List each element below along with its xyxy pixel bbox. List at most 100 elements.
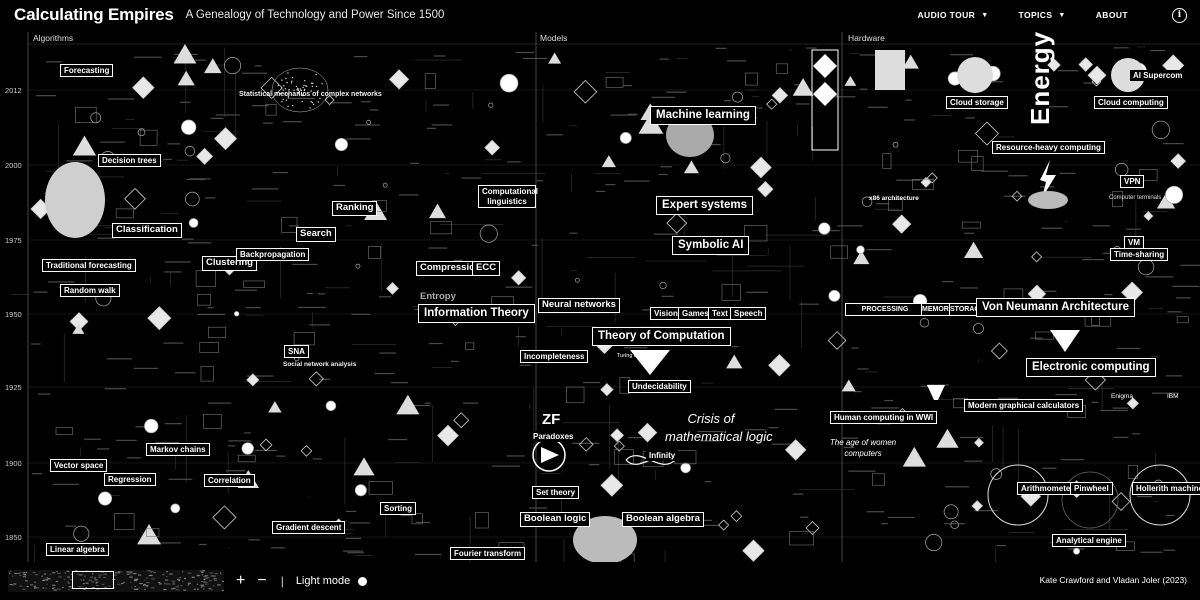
main-nav: AUDIO TOUR ▼ TOPICS ▼ ABOUT i [918, 0, 1200, 30]
node-text[interactable]: Text [708, 307, 732, 321]
node-ibm[interactable]: IBM [1167, 393, 1179, 400]
node-human-computing-wwi[interactable]: Human computing in WWI [830, 411, 938, 425]
node-computer-terminals[interactable]: Computer terminals [1109, 195, 1162, 201]
footer-bar: + − | Light mode Kate Crawford and Vlada… [0, 562, 1200, 600]
node-crisis-of-mathematical-logic[interactable]: Crisis of mathematical logic [662, 409, 773, 447]
node-regression[interactable]: Regression [104, 473, 156, 487]
node-modern-graphical-calculators[interactable]: Modern graphical calculators [964, 399, 1084, 413]
block-processing[interactable]: PROCESSING [845, 303, 925, 316]
node-sna[interactable]: SNA [284, 345, 309, 359]
node-forecasting[interactable]: Forecasting [60, 64, 114, 78]
node-ecc[interactable]: ECC [472, 261, 501, 276]
node-boolean-logic[interactable]: Boolean logic [520, 512, 591, 527]
section-label-models: Models [540, 33, 568, 43]
timeline-map[interactable]: Algorithms Models Hardware 2012 2000 197… [0, 30, 1200, 562]
node-boolean-algebra[interactable]: Boolean algebra [622, 512, 704, 527]
node-hollerith-machines[interactable]: Hollerith machines [1132, 482, 1200, 496]
node-ai-supercomputer[interactable]: AI Supercom [1130, 70, 1186, 82]
node-symbolic-ai[interactable]: Symbolic AI [672, 236, 750, 256]
crisis-line-1: Crisis of [687, 411, 735, 426]
footer-separator: | [280, 574, 284, 588]
nav-audio-tour[interactable]: AUDIO TOUR ▼ [918, 10, 989, 20]
node-time-sharing[interactable]: Time-sharing [1110, 248, 1169, 262]
node-backpropagation[interactable]: Backpropagation [236, 248, 310, 262]
node-infinity[interactable]: Infinity [646, 450, 679, 462]
nav-audio-tour-label: AUDIO TOUR [917, 10, 976, 20]
block-memory[interactable]: MEMORY [921, 303, 953, 316]
node-fourier-transform[interactable]: Fourier transform [450, 547, 526, 561]
node-gradient-descent[interactable]: Gradient descent [272, 521, 346, 535]
node-markov-chains[interactable]: Markov chains [146, 443, 210, 457]
node-neural-networks[interactable]: Neural networks [538, 298, 620, 313]
year-label: 1900 [5, 459, 22, 468]
site-title[interactable]: Calculating Empires [14, 5, 174, 24]
section-label-algorithms: Algorithms [33, 33, 74, 43]
node-information-theory[interactable]: Information Theory [418, 304, 535, 324]
node-vpn[interactable]: VPN [1120, 175, 1145, 189]
node-correlation[interactable]: Correlation [204, 474, 255, 488]
caret-down-icon: ▼ [981, 11, 989, 19]
node-expert-systems[interactable]: Expert systems [656, 196, 754, 216]
light-mode-label: Light mode [295, 575, 351, 587]
year-label: 2000 [5, 161, 22, 170]
node-electronic-computing[interactable]: Electronic computing [1026, 358, 1156, 378]
node-games[interactable]: Games [678, 307, 713, 321]
node-set-theory[interactable]: Set theory [532, 486, 580, 500]
node-vector-space[interactable]: Vector space [50, 459, 108, 473]
node-search[interactable]: Search [296, 227, 336, 242]
node-machine-learning[interactable]: Machine learning [650, 106, 756, 126]
node-cloud-storage[interactable]: Cloud storage [946, 96, 1008, 110]
minimap[interactable] [8, 570, 224, 592]
light-mode-toggle[interactable] [358, 576, 368, 586]
node-incompleteness[interactable]: Incompleteness [520, 350, 589, 364]
block-storage[interactable]: STORAGE [949, 303, 985, 316]
node-cloud-computing[interactable]: Cloud computing [1094, 96, 1168, 110]
year-label: 1950 [5, 310, 22, 319]
zoom-in-button[interactable]: + [236, 572, 246, 589]
zoom-out-button[interactable]: − [257, 572, 267, 589]
nav-about[interactable]: ABOUT [1096, 10, 1128, 20]
node-zf[interactable]: ZF [539, 410, 564, 430]
section-label-hardware: Hardware [848, 33, 885, 43]
node-vision[interactable]: Vision [650, 307, 682, 321]
age-women-line-2: computers [844, 449, 882, 459]
node-sorting[interactable]: Sorting [380, 502, 416, 516]
credits: Kate Crawford and Vladan Joler (2023) [1039, 575, 1187, 585]
minimap-viewport[interactable] [72, 571, 114, 589]
info-circle-icon[interactable]: i [1172, 7, 1187, 23]
node-random-walk[interactable]: Random walk [60, 284, 120, 298]
node-x86-architecture[interactable]: x86 architecture [869, 195, 919, 202]
nav-about-label: ABOUT [1095, 10, 1128, 20]
node-linear-algebra[interactable]: Linear algebra [46, 543, 109, 557]
node-statistical-mechanics[interactable]: Statistical mechanics of complex network… [239, 91, 382, 98]
node-energy[interactable]: Energy [1025, 30, 1055, 125]
node-traditional-forecasting[interactable]: Traditional forecasting [42, 259, 136, 273]
node-pinwheel[interactable]: Pinwheel [1070, 482, 1113, 496]
node-theory-of-computation[interactable]: Theory of Computation [592, 327, 731, 347]
node-age-of-women-computers[interactable]: The age of women computers [808, 436, 918, 460]
node-entropy[interactable]: Entropy [420, 291, 456, 302]
node-speech[interactable]: Speech [730, 307, 767, 321]
year-label: 1850 [5, 533, 22, 542]
node-decision-trees[interactable]: Decision trees [98, 154, 161, 168]
node-arithmometer[interactable]: Arithmometer [1017, 482, 1078, 496]
node-classification[interactable]: Classification [112, 223, 182, 238]
node-resource-heavy-computing[interactable]: Resource-heavy computing [992, 141, 1105, 155]
node-social-network-analysis[interactable]: Social network analysis [283, 361, 357, 368]
node-enigma[interactable]: Enigma [1111, 393, 1134, 400]
node-turing-machine[interactable]: Turing machine [617, 353, 655, 359]
year-label: 2012 [5, 86, 22, 95]
node-analytical-engine[interactable]: Analytical engine [1052, 534, 1126, 548]
minimap-graphics [8, 570, 224, 591]
nav-topics[interactable]: TOPICS ▼ [1019, 10, 1066, 20]
node-paradoxes[interactable]: Paradoxes [530, 431, 577, 443]
node-undecidability[interactable]: Undecidability [628, 380, 691, 394]
year-label: 1975 [5, 236, 22, 245]
site-subtitle: A Genealogy of Technology and Power Sinc… [185, 9, 445, 21]
top-bar: Calculating Empires A Genealogy of Techn… [0, 0, 1200, 30]
year-label: 1925 [5, 383, 22, 392]
node-ranking[interactable]: Ranking [332, 201, 378, 216]
nav-topics-label: TOPICS [1018, 10, 1053, 20]
node-von-neumann-architecture[interactable]: Von Neumann Architecture [976, 298, 1135, 318]
node-computational-linguistics[interactable]: Computational linguistics [478, 185, 538, 209]
